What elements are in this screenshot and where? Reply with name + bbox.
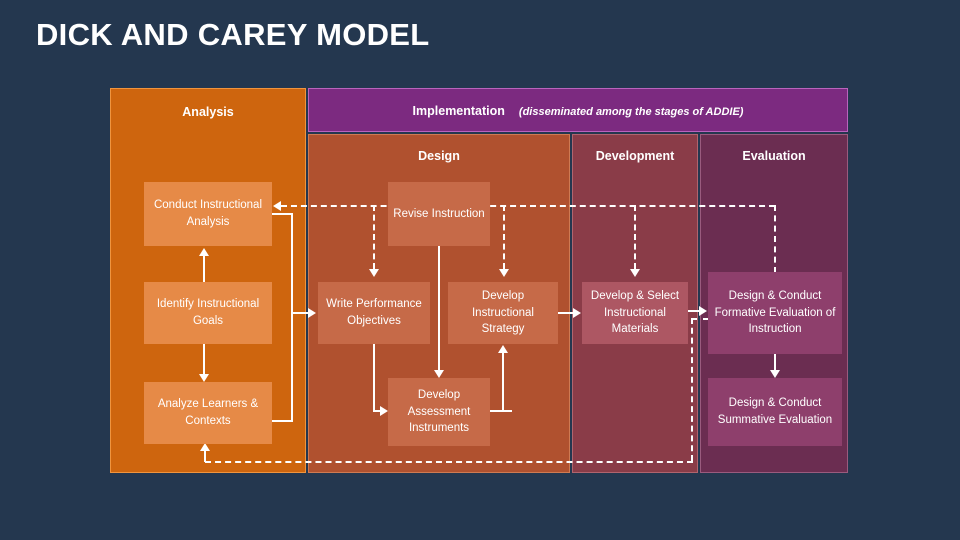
connector-goals-to-learners xyxy=(203,344,205,374)
feedback-branch-to-objectives xyxy=(373,205,375,269)
page-title: DICK AND CAREY MODEL xyxy=(36,17,430,52)
feedback-formative-riser xyxy=(774,205,776,273)
arrowhead-goals-to-analysis xyxy=(199,248,209,256)
feedback-bottom-to-learners xyxy=(204,450,206,462)
feedback-top-horizontal xyxy=(281,205,775,207)
arrowhead-feedback-to-conduct-analysis xyxy=(273,201,281,211)
box-write-performance-objectives[interactable]: Write Performance Objectives xyxy=(318,282,430,344)
connector-goals-to-analysis xyxy=(203,254,205,282)
connector-objectives-down xyxy=(373,344,375,412)
box-identify-instructional-goals[interactable]: Identify Instructional Goals xyxy=(144,282,272,344)
feedback-bottom-horizontal xyxy=(205,461,693,463)
panel-implementation-label: Implementation xyxy=(412,104,505,118)
panel-implementation-label-group: Implementation (disseminated among the st… xyxy=(309,102,847,120)
connector-assessment-to-strategy xyxy=(490,410,512,412)
arrowhead-feedback-to-learners xyxy=(200,443,210,451)
panel-evaluation-label: Evaluation xyxy=(742,149,806,163)
arrowhead-assessment-to-strategy xyxy=(498,345,508,353)
box-develop-and-select-instructional-materials[interactable]: Develop & Select Instructional Materials xyxy=(582,282,688,344)
connector-learners-up xyxy=(291,213,293,422)
panel-implementation: Implementation (disseminated among the st… xyxy=(308,88,848,132)
box-design-conduct-summative-evaluation[interactable]: Design & Conduct Summative Evaluation xyxy=(708,378,842,446)
arrowhead-objectives-to-assessment xyxy=(380,406,388,416)
box-design-conduct-formative-evaluation[interactable]: Design & Conduct Formative Evaluation of… xyxy=(708,272,842,354)
connector-objectives-to-assessment xyxy=(373,410,382,412)
panel-design-label: Design xyxy=(418,149,460,163)
feedback-branch-to-strategy xyxy=(503,205,505,269)
panel-development-label: Development xyxy=(595,149,675,163)
connector-revise-to-assessment xyxy=(438,246,440,370)
box-develop-assessment-instruments[interactable]: Develop Assessment Instruments xyxy=(388,378,490,446)
arrowhead-feedback-to-strategy xyxy=(499,269,509,277)
panel-analysis-label: Analysis xyxy=(182,105,234,119)
box-conduct-instructional-analysis[interactable]: Conduct Instructional Analysis xyxy=(144,182,272,246)
arrowhead-strategy-to-materials xyxy=(573,308,581,318)
arrowhead-learners-to-objectives xyxy=(308,308,316,318)
arrowhead-revise-to-assessment xyxy=(434,370,444,378)
feedback-bottom-riser xyxy=(691,318,693,461)
connector-assessment-up xyxy=(502,352,504,412)
connector-analysis-stub xyxy=(272,213,292,215)
arrowhead-feedback-to-materials xyxy=(630,269,640,277)
connector-learners-right xyxy=(272,420,293,422)
box-revise-instruction[interactable]: Revise Instruction xyxy=(388,182,490,246)
connector-strategy-to-materials xyxy=(558,312,575,314)
panel-implementation-note: (disseminated among the stages of ADDIE) xyxy=(518,106,744,118)
arrowhead-materials-to-formative xyxy=(699,306,707,316)
arrowhead-feedback-to-objectives xyxy=(369,269,379,277)
connector-learners-to-objectives xyxy=(291,312,310,314)
connector-materials-to-formative xyxy=(688,310,701,312)
feedback-branch-to-materials xyxy=(634,205,636,269)
arrowhead-goals-to-learners xyxy=(199,374,209,382)
box-analyze-learners-and-contexts[interactable]: Analyze Learners & Contexts xyxy=(144,382,272,444)
box-develop-instructional-strategy[interactable]: Develop Instructional Strategy xyxy=(448,282,558,344)
arrowhead-formative-to-summative xyxy=(770,370,780,378)
feedback-stub-to-formative xyxy=(691,318,709,320)
connector-formative-to-summative xyxy=(774,354,776,370)
